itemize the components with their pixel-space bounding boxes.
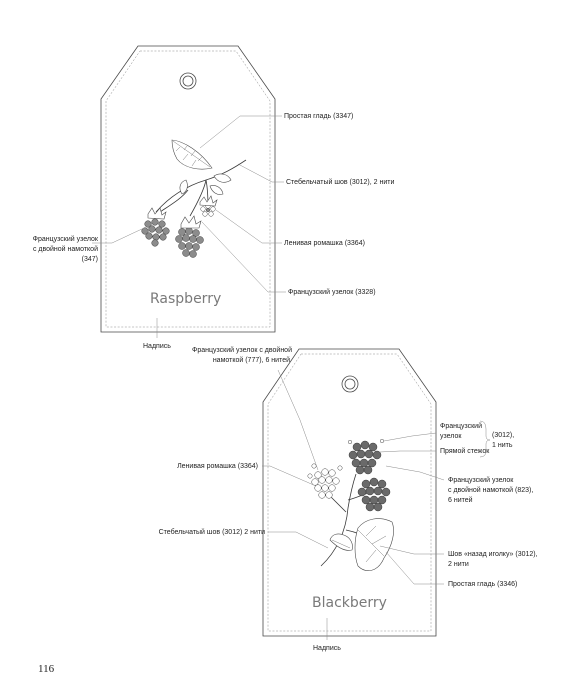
blackberry-leaf-left	[329, 533, 353, 551]
raspberry-flower-calyx	[199, 195, 218, 207]
blackberry-bracket	[479, 420, 491, 458]
raspberry-leader-stem	[237, 163, 284, 183]
blackberry-tag-stitching	[267, 353, 432, 632]
blackberry-label-french-double-1: Французский узелок	[448, 476, 514, 484]
raspberry-large-leaf-vein	[172, 140, 211, 168]
blackberry-leaf-veins	[331, 525, 387, 563]
blackberry-label-backstitch-2: 2 нити	[448, 561, 469, 568]
blackberry-label-code-2: 1 нить	[492, 442, 513, 449]
raspberry-leader-lazy-daisy	[215, 209, 282, 244]
raspberry-label-french-double-1: Французский узелок	[33, 235, 99, 243]
blackberry-label-french-double-2: с двойной намоткой (823),	[448, 486, 533, 494]
blackberry-dark-berry-bottom	[357, 477, 391, 512]
raspberry-berry-left-calyx	[147, 207, 167, 220]
blackberry-label-french-double-top-1: Французский узелок с двойной	[192, 346, 292, 354]
blackberry-label-inscription: Надпись	[313, 645, 341, 652]
blackberry-leader-top	[277, 369, 319, 471]
raspberry-berry-left	[141, 218, 170, 247]
blackberry-leader-stem	[268, 531, 329, 549]
raspberry-side-stem-2	[159, 189, 189, 213]
blackberry-label-straight: Прямой стежок	[440, 447, 490, 455]
blackberry-leader-french-double	[385, 465, 445, 481]
raspberry-leader-french-double	[92, 227, 145, 244]
blackberry-label-lazy-daisy: Ленивая ромашка (3364)	[177, 463, 258, 470]
raspberry-label-lazy-daisy: Ленивая ромашка (3364)	[284, 240, 365, 247]
blackberry-dark-berry-top	[347, 438, 385, 475]
blackberry-leader-straight	[379, 450, 436, 453]
raspberry-label-stem: Стебельчатый шов (3012), 2 нити	[286, 178, 394, 186]
raspberry-small-leaf-2	[209, 185, 224, 195]
blackberry-callouts: Французский узелок с двойной намоткой (7…	[159, 346, 538, 652]
blackberry-tag-outline	[262, 348, 437, 637]
blackberry-label-satin: Простая гладь (3346)	[448, 581, 517, 588]
blackberry-leaf-right	[354, 518, 394, 571]
blackberry-label-code-1: (3012),	[492, 432, 514, 439]
page-number: 116	[38, 663, 55, 675]
raspberry-callouts: Простая гладь (3347) Стебельчатый шов (3…	[33, 113, 395, 350]
blackberry-tag-hole	[344, 378, 356, 390]
blackberry-label-french-knot-1: Французский	[440, 422, 482, 430]
raspberry-motif	[141, 139, 247, 258]
blackberry-leader-french-knot	[383, 432, 437, 442]
blackberry-white-berry	[307, 463, 343, 499]
raspberry-tag-stitching	[105, 50, 271, 328]
raspberry-leader-satin	[199, 115, 282, 149]
blackberry-label-french-double-3: 6 нитей	[448, 496, 473, 504]
raspberry-berry-right-calyx	[180, 215, 202, 229]
blackberry-leader-satin	[385, 551, 444, 585]
blackberry-label-stem: Стебельчатый шов (3012) 2 нити	[159, 528, 266, 536]
raspberry-label-satin: Простая гладь (3347)	[284, 113, 353, 120]
blackberry-label-backstitch-1: Шов «назад иголку» (3012),	[448, 551, 538, 558]
blackberry-main-stem	[320, 473, 357, 567]
blackberry-leader-lazy-daisy	[262, 465, 317, 487]
blackberry-tag: Blackberry	[262, 348, 437, 637]
blackberry-leader-backstitch	[379, 545, 444, 555]
raspberry-small-leaf-1	[213, 173, 232, 183]
blackberry-label-french-knot-2: узелок	[440, 433, 462, 440]
raspberry-side-stem	[189, 179, 207, 217]
raspberry-tag: Raspberry	[100, 45, 276, 333]
raspberry-tag-hole	[182, 75, 194, 87]
blackberry-title: Blackberry	[312, 595, 387, 611]
raspberry-tag-outline	[100, 45, 276, 333]
raspberry-label-french-double-2: с двойной намоткой	[33, 245, 98, 253]
blackberry-label-french-double-top-2: намоткой (777), 6 нитей	[213, 356, 290, 364]
raspberry-label-inscription: Надпись	[143, 343, 171, 350]
raspberry-label-french-double-3: (347)	[82, 256, 98, 263]
raspberry-title: Raspberry	[150, 291, 221, 307]
blackberry-motif	[307, 438, 394, 571]
raspberry-small-leaf-3	[179, 179, 188, 195]
raspberry-leader-french-knot	[201, 221, 286, 293]
raspberry-label-french-knot: Французский узелок (3328)	[288, 288, 376, 296]
raspberry-berry-right	[175, 227, 204, 258]
